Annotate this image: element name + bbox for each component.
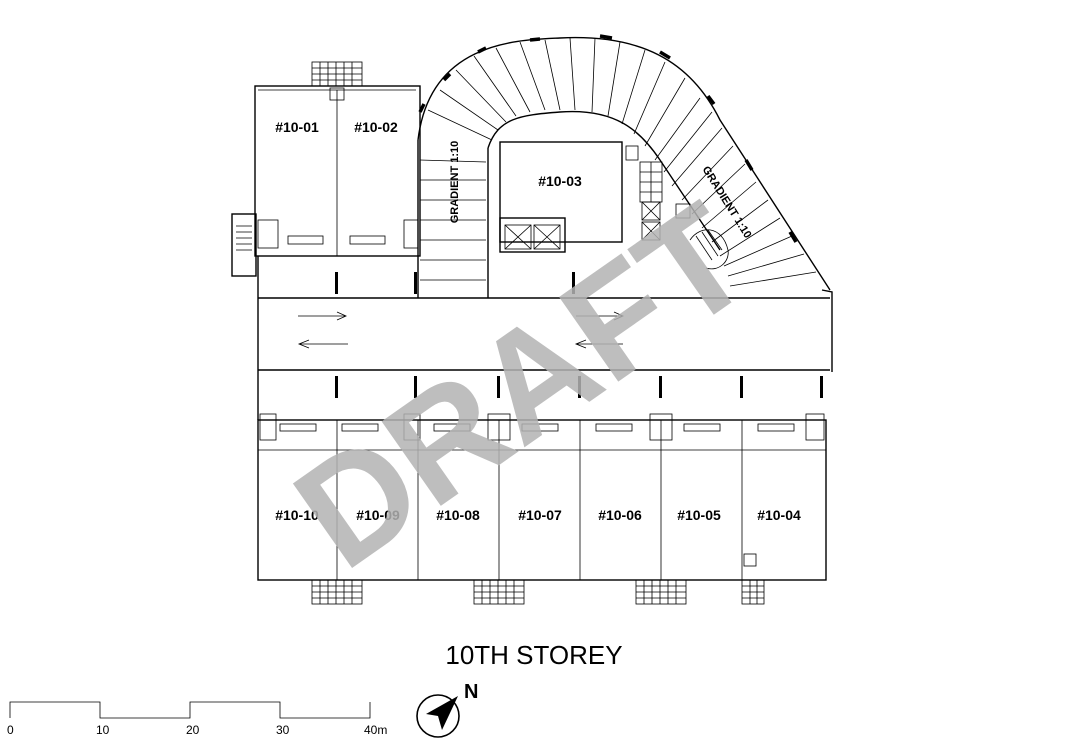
scale-tick-40m: 40m [364,723,387,737]
scale-tick-20: 20 [186,723,200,737]
ramp-gradient-label-left: GRADIENT 1:10 [449,141,461,224]
scale-tick-0: 0 [7,723,14,737]
unit-label-10-10: #10-10 [275,507,319,523]
unit-label-10-06: #10-06 [598,507,642,523]
north-label: N [464,681,478,703]
scale-tick-10: 10 [96,723,110,737]
scale-bar: 0 10 20 30 40m [7,701,387,737]
bottom-block [257,413,827,605]
car-ramp [417,34,831,298]
unit-label-10-09: #10-09 [356,507,400,523]
unit-label-10-04: #10-04 [757,507,801,523]
unit-label-10-07: #10-07 [518,507,562,523]
storey-title: 10TH STOREY [445,640,622,670]
unit-label-10-05: #10-05 [677,507,721,523]
top-block [231,61,421,277]
scale-tick-30: 30 [276,723,290,737]
unit-labels: #10-01 #10-02 #10-03 #10-04 #10-05 #10-0… [275,119,801,523]
unit-label-10-08: #10-08 [436,507,480,523]
corridor [257,256,833,420]
unit-label-10-03: #10-03 [538,173,582,189]
central-block [499,141,729,270]
unit-label-10-01: #10-01 [275,119,319,135]
draft-watermark: DRAFT [266,171,779,600]
unit-label-10-02: #10-02 [354,119,398,135]
north-arrow-icon [416,694,460,738]
